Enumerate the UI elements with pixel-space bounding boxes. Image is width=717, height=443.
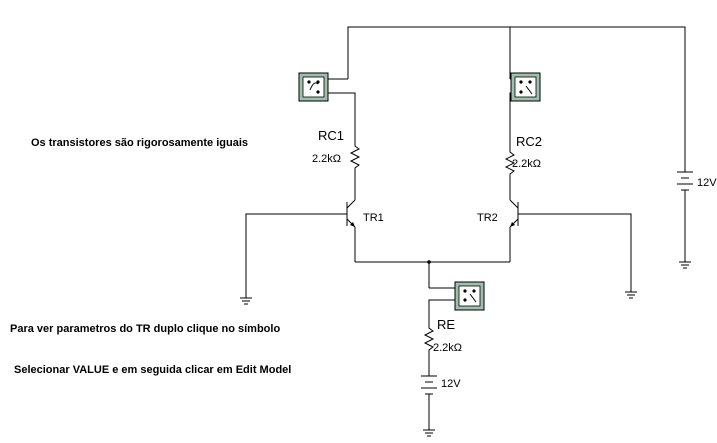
note-double-click: Para ver parametros do TR duplo clique n… (10, 323, 280, 335)
vee-value: 12V (441, 378, 461, 390)
transistor-tr1[interactable]: TR1 (245, 185, 384, 298)
vcc-battery[interactable]: 12V (677, 171, 717, 192)
ground-left-icon (240, 297, 252, 305)
vcc-value: 12V (697, 177, 717, 189)
meter-left[interactable] (298, 72, 356, 140)
resistor-rc1[interactable]: RC1 2.2kΩ (312, 128, 361, 185)
vee-battery[interactable]: 12V (421, 375, 461, 437)
rc1-value: 2.2kΩ (312, 153, 341, 165)
note-edit-model: Selecionar VALUE e em seguida clicar em … (14, 364, 291, 376)
tr2-label: TR2 (477, 212, 498, 224)
meter-right[interactable] (509, 72, 541, 148)
emitter-junction (355, 260, 510, 320)
ground-right-icon (625, 291, 637, 299)
rc1-label: RC1 (318, 128, 344, 143)
re-value: 2.2kΩ (433, 342, 462, 354)
resistor-re[interactable]: RE 2.2kΩ (423, 317, 462, 376)
top-rail-wires (347, 26, 691, 269)
resistor-rc2[interactable]: RC2 2.2kΩ (504, 134, 542, 185)
tr1-label: TR1 (363, 212, 384, 224)
meter-bottom[interactable] (454, 281, 485, 311)
transistor-tr2[interactable]: TR2 (477, 185, 632, 292)
rc2-value: 2.2kΩ (512, 158, 541, 170)
rc2-label: RC2 (516, 134, 542, 149)
note-identical-transistors: Os transistores são rigorosamente iguais (31, 137, 248, 149)
re-label: RE (437, 317, 455, 332)
